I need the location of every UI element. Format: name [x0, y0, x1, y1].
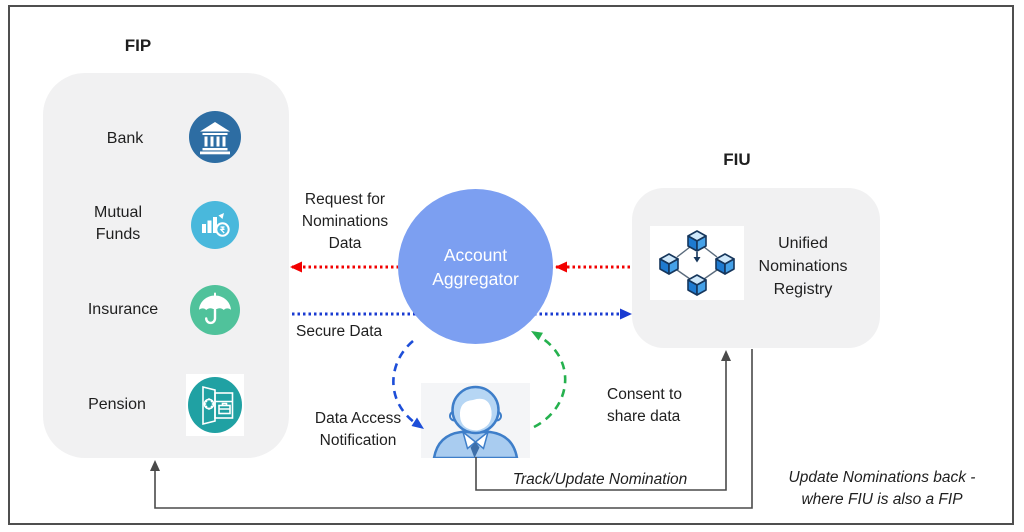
update-nominations-back-note: Update Nominations back - where FIU is a…	[788, 469, 976, 508]
fiu-title: FIU	[723, 150, 751, 169]
insurance-umbrella-icon	[190, 285, 240, 340]
track-update-nomination-label: Track/Update Nomination	[512, 471, 688, 488]
fip-item-pension-label: Pension	[88, 396, 146, 413]
diagram-border	[8, 5, 1014, 525]
mutual-funds-icon	[191, 201, 239, 254]
bank-icon	[189, 111, 241, 168]
data-access-notification-label: Data Access Notification	[314, 410, 402, 449]
fip-item-insurance-label: Insurance	[87, 301, 159, 318]
secure-data-label: Secure Data	[296, 323, 383, 340]
request-nominations-label: Request for Nominations Data	[301, 191, 389, 252]
consent-share-data-label: Consent to share data	[607, 386, 682, 425]
fip-item-bank-label: Bank	[106, 130, 144, 147]
fip-title: FIP	[124, 36, 152, 55]
unified-nominations-registry-label: Unified Nominations Registry	[758, 235, 848, 298]
user-avatar-icon	[421, 383, 530, 460]
pension-safe-icon	[186, 374, 244, 436]
network-cubes-icon	[650, 226, 744, 300]
account-aggregator-label: Account Aggregator	[432, 244, 519, 289]
account-aggregator-node: Account Aggregator	[398, 189, 553, 344]
fip-item-mutual-funds-label: Mutual Funds	[93, 204, 143, 243]
